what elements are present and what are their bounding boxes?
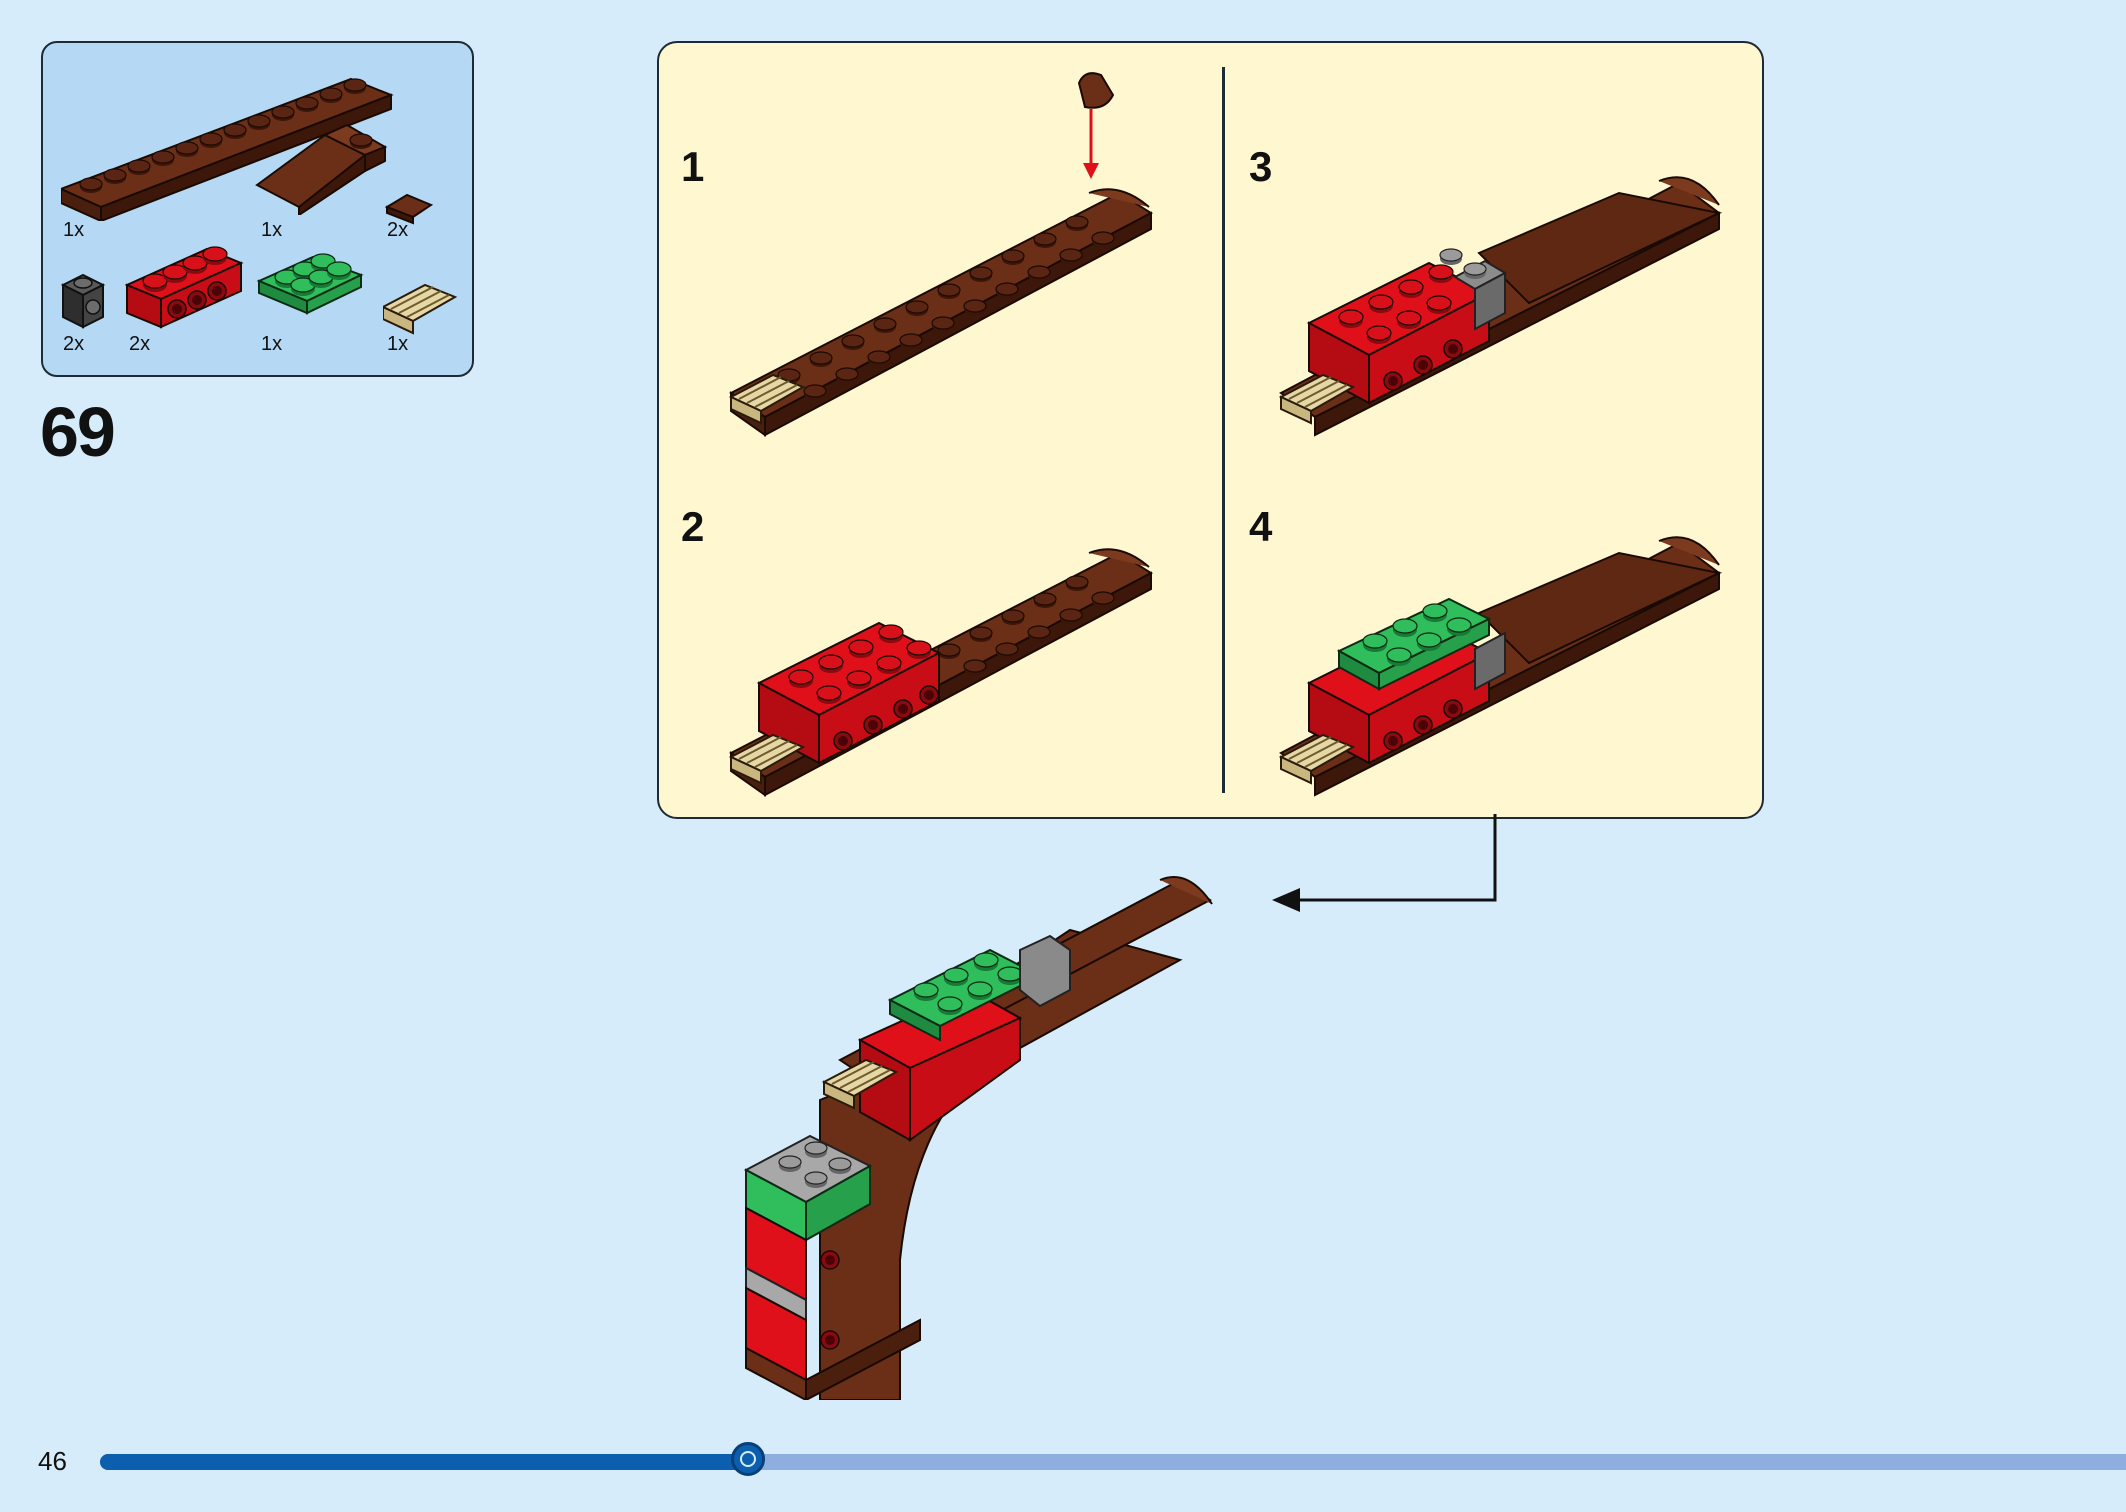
tan-grille-tile-icon [383, 284, 456, 334]
part-qty: 1x [261, 333, 283, 355]
substep-panel: 1 2 3 4 [657, 41, 1764, 819]
substep-number-2: 2 [681, 503, 705, 550]
substep-2-illustration [729, 548, 1154, 797]
substep-number-4: 4 [1249, 503, 1273, 550]
main-assembly-illustration [743, 876, 1213, 1400]
step-number: 69 [40, 393, 116, 471]
progress-handle[interactable] [731, 1442, 766, 1476]
red-brick-1x4-with-studs-icon [125, 246, 244, 329]
part-qty: 1x [63, 219, 85, 241]
substep-number-3: 3 [1249, 143, 1273, 190]
brown-wedge-slope-icon [255, 123, 388, 215]
brown-plate-2x12-icon [61, 77, 394, 221]
page-progress-bar [100, 1442, 2126, 1476]
progress-fill [100, 1454, 749, 1470]
part-qty: 2x [387, 219, 409, 241]
panel-divider [1222, 67, 1225, 793]
green-plate-2x4-icon [257, 253, 364, 315]
substep-number-1: 1 [681, 143, 705, 190]
dark-gray-brick-1x1-with-stud-icon [61, 273, 106, 329]
page-number: 46 [38, 1446, 67, 1476]
part-qty: 2x [63, 333, 85, 355]
brown-tile-corner-icon [384, 193, 434, 225]
substep-1-illustration [729, 72, 1154, 437]
part-qty: 1x [387, 333, 409, 355]
substep-3-illustration [1279, 176, 1723, 437]
part-qty: 2x [129, 333, 151, 355]
part-qty: 1x [261, 219, 283, 241]
parts-list-box: 1x 1x 2x 2x 2x 1x 1x [41, 41, 474, 377]
substep-4-illustration [1279, 536, 1723, 797]
callout-arrow [1272, 814, 1497, 912]
